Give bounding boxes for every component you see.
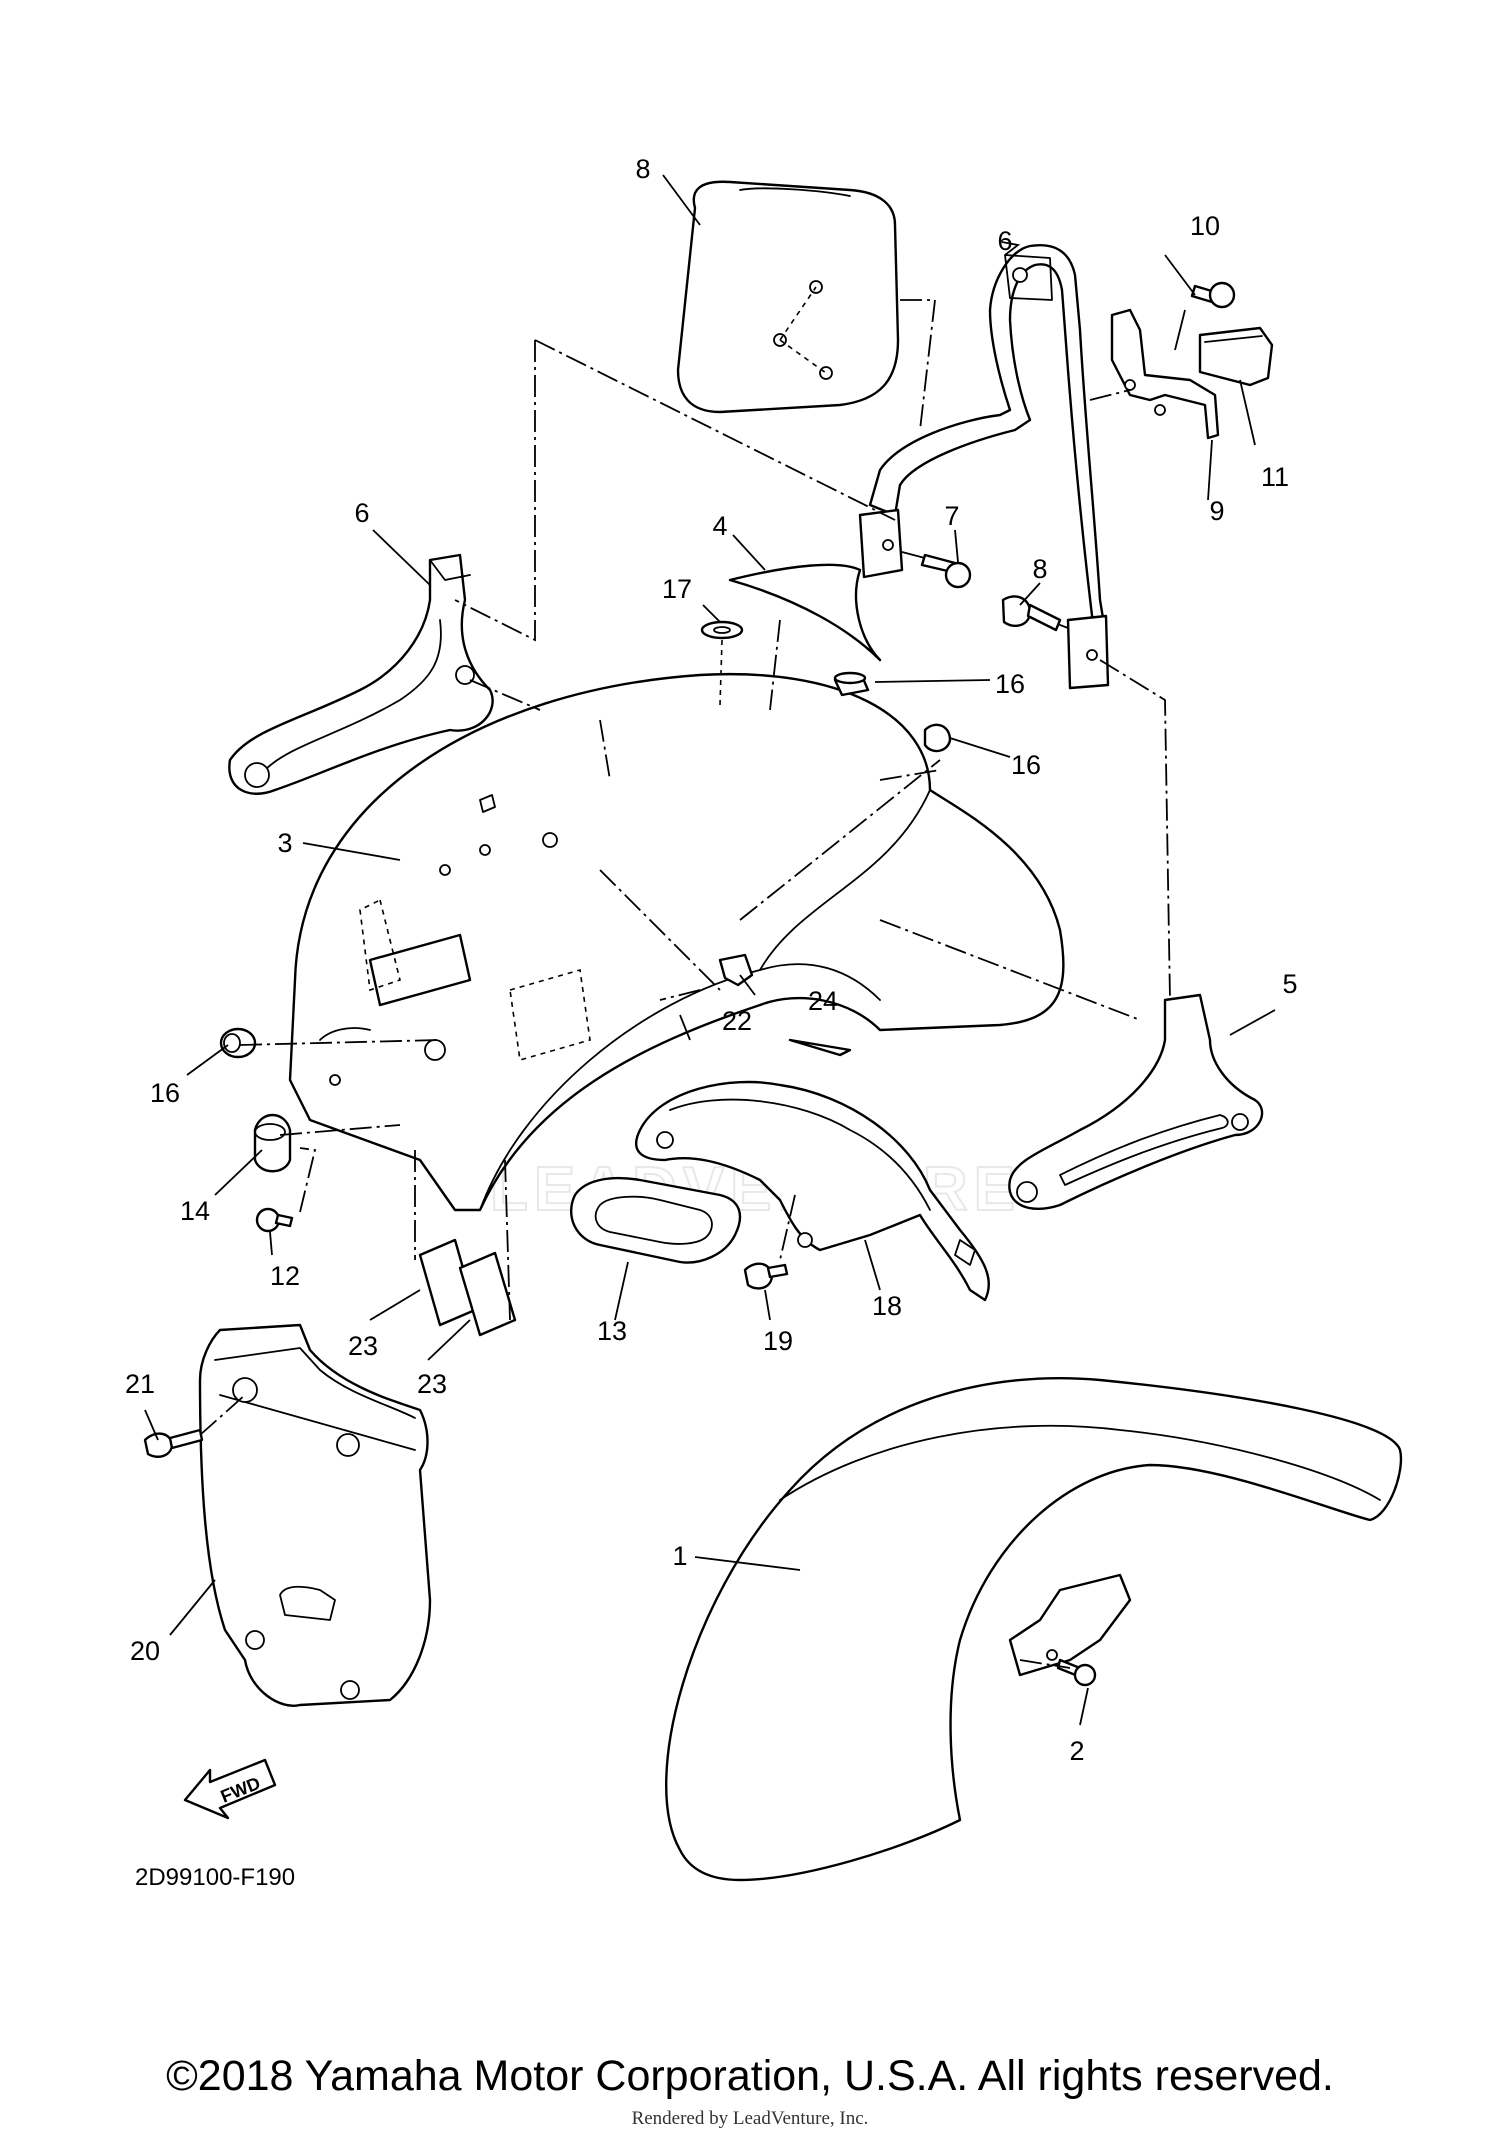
label-16a: 16 xyxy=(995,669,1025,699)
label-5: 5 xyxy=(1282,969,1297,999)
part-23-label-b[interactable] xyxy=(458,1251,517,1337)
part-8-bolt-upper[interactable] xyxy=(901,551,972,589)
label-16c: 16 xyxy=(150,1078,180,1108)
part-6-left-grab-rail[interactable] xyxy=(228,553,494,795)
label-9: 8 xyxy=(635,154,650,184)
part-8-bolt-lower[interactable] xyxy=(1001,595,1069,632)
copyright-notice: ©2018 Yamaha Motor Corporation, U.S.A. A… xyxy=(166,2052,1334,2100)
fwd-arrow-icon: FWD xyxy=(183,1758,277,1820)
label-18: 18 xyxy=(872,1291,902,1321)
part-4-fender-trim[interactable] xyxy=(728,563,882,662)
part-10-bracket[interactable] xyxy=(1110,308,1220,440)
part-12-pad[interactable] xyxy=(1198,326,1274,387)
part-17-washer[interactable] xyxy=(700,620,744,706)
rendered-by-notice: Rendered by LeadVenture, Inc. xyxy=(631,2108,869,2129)
part-7-backrest-frame[interactable] xyxy=(858,243,1110,690)
part-14-reflector[interactable] xyxy=(570,1176,742,1264)
label-10: 9 xyxy=(1209,496,1224,526)
label-14: 13 xyxy=(597,1316,627,1346)
label-4: 4 xyxy=(712,511,727,541)
label-24: 24 xyxy=(808,986,838,1016)
label-15: 14 xyxy=(180,1196,210,1226)
part-13-bolt[interactable] xyxy=(255,1207,294,1233)
part-20-side-cover[interactable] xyxy=(198,1323,432,1707)
part-19-bolt[interactable] xyxy=(743,1262,789,1290)
label-3: 3 xyxy=(277,828,292,858)
label-16b: 16 xyxy=(1011,750,1041,780)
part-2-bolt[interactable] xyxy=(1056,1658,1097,1687)
figure-code: 2D99100-F190 xyxy=(135,1864,295,1891)
label-19: 19 xyxy=(763,1326,793,1356)
part-16-grommet-c[interactable] xyxy=(219,1027,257,1059)
label-8b: 8 xyxy=(1032,554,1047,584)
label-11: 10 xyxy=(1190,211,1220,241)
part-11-bolt[interactable] xyxy=(1174,281,1236,351)
leader-lines xyxy=(144,174,1276,1726)
label-21: 21 xyxy=(125,1369,155,1399)
part-9-backrest-pad[interactable] xyxy=(676,180,900,414)
label-17: 17 xyxy=(662,574,692,604)
label-1: 1 xyxy=(672,1541,687,1571)
label-22: 22 xyxy=(722,1006,752,1036)
label-20: 20 xyxy=(130,1636,160,1666)
part-16-grommet-a[interactable] xyxy=(833,671,870,697)
part-number-labels: 8 6 10 11 9 7 8 6 4 17 16 16 3 5 16 22 2… xyxy=(125,154,1298,1766)
part-1-front-fender[interactable] xyxy=(664,1376,1403,1882)
part-3-rear-fender[interactable] xyxy=(288,672,1065,1212)
label-23b: 23 xyxy=(417,1369,447,1399)
part-16-grommet-b[interactable] xyxy=(923,723,952,753)
label-13: 12 xyxy=(270,1261,300,1291)
label-23a: 23 xyxy=(348,1331,378,1361)
part-5-right-grab-rail[interactable] xyxy=(1008,993,1264,1210)
part-22-nut[interactable] xyxy=(718,953,754,987)
part-21-bolt[interactable] xyxy=(143,1428,204,1458)
label-12: 11 xyxy=(1261,462,1289,492)
part-15-plug[interactable] xyxy=(253,1113,292,1173)
label-8a: 7 xyxy=(944,501,959,531)
label-7: 6 xyxy=(997,226,1012,256)
label-2: 2 xyxy=(1069,1736,1084,1766)
part-24-strip[interactable] xyxy=(788,1038,852,1057)
assembly-lines xyxy=(199,299,1171,1669)
part-18-inner-fender[interactable] xyxy=(634,1080,990,1302)
label-6: 6 xyxy=(354,498,369,528)
